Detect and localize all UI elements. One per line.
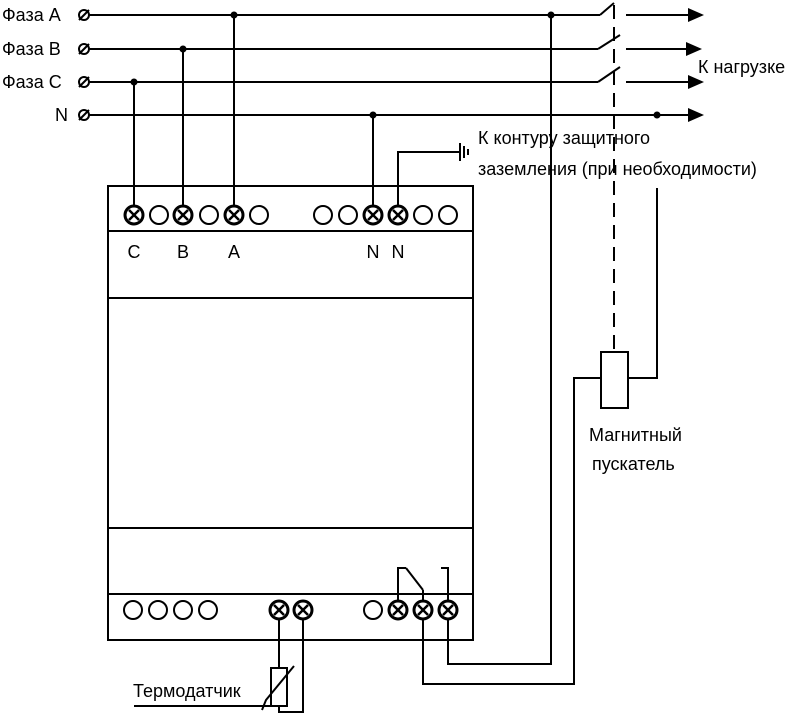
ground-label-line2: заземления (при необходимости) (478, 159, 757, 179)
starter-contact-c (597, 66, 704, 89)
terminal-connected-c (123, 204, 145, 226)
terminal-empty (173, 600, 193, 620)
ground-symbol (459, 143, 469, 161)
terminal-empty (313, 205, 333, 225)
phase-bus-lines (78, 2, 704, 352)
terminal-relay-1 (387, 599, 409, 621)
thermistor-body (270, 667, 288, 707)
starter-coil (600, 115, 658, 409)
input-terminal-a (78, 9, 90, 21)
input-terminal-b (78, 43, 90, 55)
terminal-empty (198, 600, 218, 620)
sensor-label: Термодатчик (133, 681, 241, 701)
neutral-arrow (688, 108, 704, 122)
terminal-sensor-2 (292, 599, 314, 621)
terminal-label-n1: N (367, 242, 380, 262)
device-outline (107, 185, 474, 641)
terminal-connected-b (172, 204, 194, 226)
terminal-empty (249, 205, 269, 225)
drop-wires (133, 15, 460, 207)
terminal-empty (123, 600, 143, 620)
terminal-label-b: B (177, 242, 189, 262)
input-terminal-c (78, 76, 90, 88)
terminal-label-a: A (228, 242, 240, 262)
terminal-label-n2: N (392, 242, 405, 262)
terminal-connected-n1 (362, 204, 384, 226)
terminal-sensor-1 (268, 599, 290, 621)
phase-b-label: Фаза B (2, 39, 61, 59)
terminal-connected-n2 (387, 204, 409, 226)
bottom-terminal-row (123, 599, 459, 621)
internal-relay-contact (397, 567, 449, 601)
starter-contact-b (597, 34, 702, 56)
terminal-empty (338, 205, 358, 225)
terminal-connected-a (223, 204, 245, 226)
starter-label-line2: пускатель (592, 454, 675, 474)
device-body (107, 185, 474, 641)
terminal-empty (199, 205, 219, 225)
phase-a-label: Фаза A (2, 5, 61, 25)
starter-label-line1: Магнитный (589, 425, 682, 445)
input-terminal-n (78, 109, 90, 121)
terminal-empty (363, 600, 383, 620)
terminal-empty (413, 205, 433, 225)
terminal-empty (149, 205, 169, 225)
terminal-empty (148, 600, 168, 620)
starter-contact-a (599, 2, 704, 22)
thermal-sensor (134, 619, 304, 713)
load-label: К нагрузке (698, 57, 785, 77)
terminal-label-c: C (128, 242, 141, 262)
phase-c-label: Фаза C (2, 72, 62, 92)
terminal-relay-2 (412, 599, 434, 621)
neutral-label: N (55, 105, 68, 125)
terminal-empty (438, 205, 458, 225)
terminal-relay-3 (437, 599, 459, 621)
ground-label-line1: К контуру защитного (478, 128, 650, 148)
top-terminal-row (123, 204, 458, 226)
relay-output-wires (422, 15, 601, 685)
